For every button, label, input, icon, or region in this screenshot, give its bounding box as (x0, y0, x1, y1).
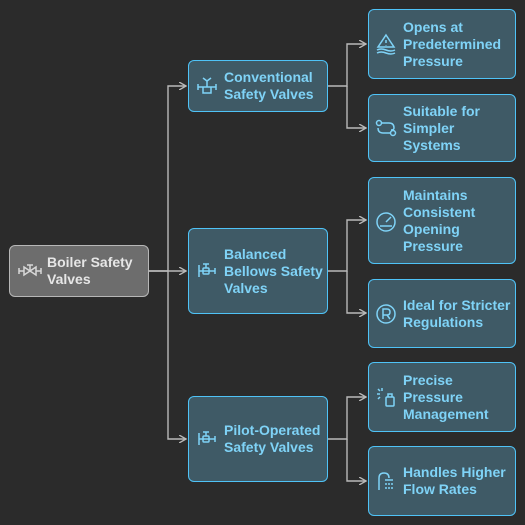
branch-node-label: Balanced Bellows Safety Valves (224, 245, 323, 296)
leaf-node-label: Precise Pressure Management (403, 371, 489, 422)
connector-branch-3-leaf-1 (328, 397, 366, 440)
gauge-icon (375, 210, 397, 232)
connector-root-branch-3 (167, 271, 186, 439)
connector-branch-1-leaf-2 (346, 86, 366, 128)
leaf-node-suitable-for-simpler-systems: Suitable for Simpler Systems (368, 94, 516, 162)
leaf-node-label: Ideal for Stricter Regulations (403, 296, 511, 330)
connector-branch-2-leaf-1 (328, 220, 366, 272)
connector-root-branch-1 (149, 86, 186, 272)
connector-branch-2-leaf-2 (346, 271, 366, 313)
leaf-node-label: Handles Higher Flow Rates (403, 464, 506, 497)
leaf-node-handles-higher-flow-rates: Handles Higher Flow Rates (368, 446, 516, 516)
branch-node-label: Conventional Safety Valves (224, 69, 314, 102)
leaf-node-precise-pressure-management: Precise Pressure Management (368, 362, 516, 432)
leaf-node-opens-at-predetermined-pressure: Opens at Predetermined Pressure (368, 9, 516, 79)
root-node-boiler-safety-valves: Boiler Safety Valves (9, 245, 149, 297)
leaf-node-label: Maintains Consistent Opening Pressure (403, 186, 476, 254)
branch-node-pilot-operated-safety-valves: Pilot-Operated Safety Valves (188, 396, 328, 482)
leaf-node-maintains-consistent-opening-pressure: Maintains Consistent Opening Pressure (368, 177, 516, 264)
pipe-valve-icon (195, 260, 219, 282)
registered-icon (375, 303, 397, 325)
connector-branch-1-leaf-1 (328, 44, 366, 87)
pressure-release-icon (375, 33, 397, 55)
leaf-node-ideal-for-stricter-regulations: Ideal for Stricter Regulations (368, 279, 516, 348)
shower-icon (375, 470, 397, 492)
pipe-valve-icon (195, 428, 219, 450)
branch-node-conventional-safety-valves: Conventional Safety Valves (188, 60, 328, 112)
root-node-label: Boiler Safety Valves (47, 254, 133, 287)
leaf-node-label: Suitable for Simpler Systems (403, 102, 481, 153)
branch-node-label: Pilot-Operated Safety Valves (224, 422, 321, 455)
spray-icon (375, 386, 397, 408)
leaf-node-label: Opens at Predetermined Pressure (403, 18, 502, 69)
valve-icon (195, 75, 219, 97)
branch-node-balanced-bellows-safety-valves: Balanced Bellows Safety Valves (188, 228, 328, 314)
valve-icon (18, 261, 42, 281)
workflow-icon (375, 117, 397, 139)
connector-branch-3-leaf-2 (346, 439, 366, 481)
